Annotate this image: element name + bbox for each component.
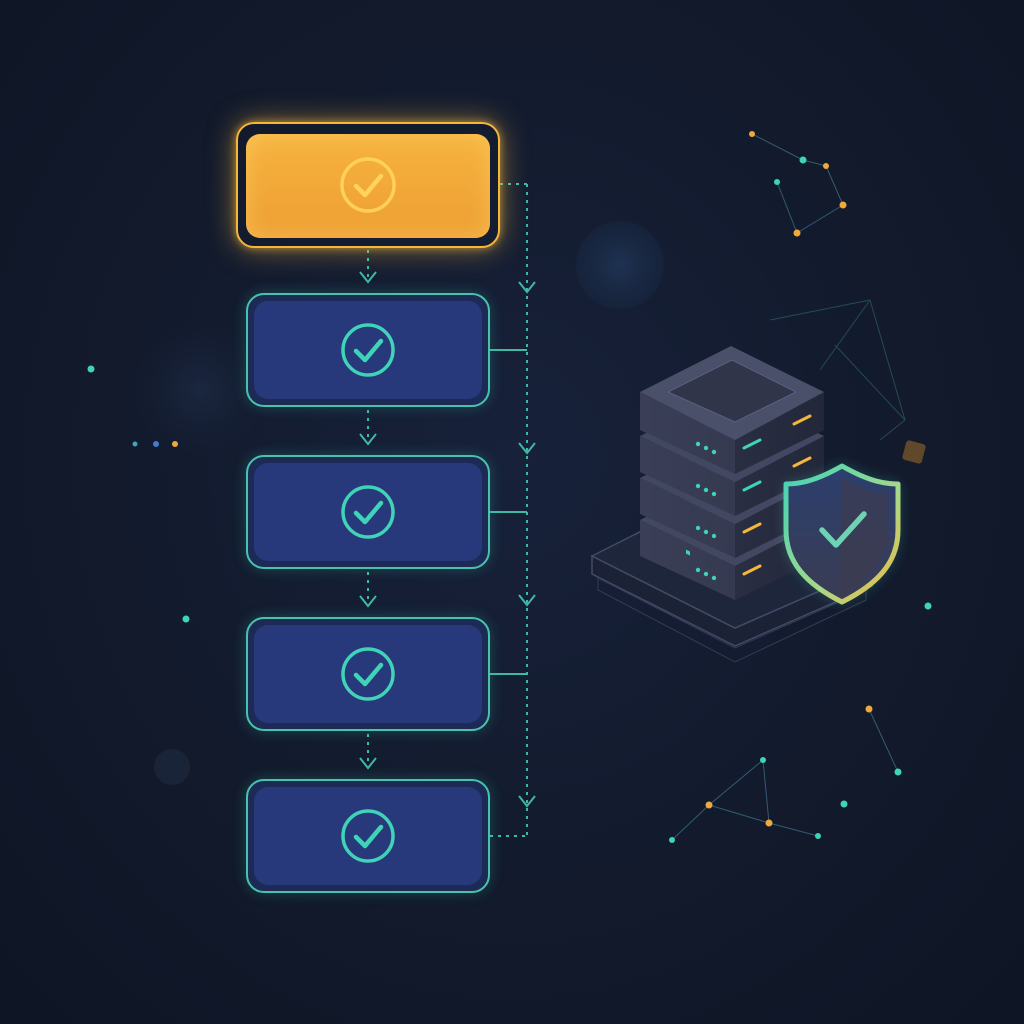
server-network-lines: [769, 299, 906, 441]
server-status-lights: [695, 414, 812, 581]
constellation-bottom-right: [671, 708, 899, 841]
workflow-step-5[interactable]: [246, 779, 490, 893]
decor-orb: [576, 221, 664, 309]
constellation-top-right-nodes: [749, 131, 847, 237]
workflow-step-4[interactable]: [246, 617, 490, 731]
check-circle-icon: [341, 809, 395, 863]
workflow-step-2[interactable]: [246, 293, 490, 407]
check-circle-icon: [341, 647, 395, 701]
constellation-bottom-right-nodes: [669, 705, 902, 843]
check-circle-icon: [341, 485, 395, 539]
workflow-step-1-active[interactable]: [236, 122, 500, 248]
side-bus-arrowheads: [518, 281, 536, 808]
decor-orb: [134, 324, 266, 456]
check-circle-icon: [341, 323, 395, 377]
server-stack-icon: [640, 346, 824, 600]
decor-orb: [154, 749, 190, 785]
side-bus-connector: [490, 183, 528, 837]
shield-check-icon: [783, 463, 901, 605]
decor-particles: [87, 365, 932, 623]
check-circle-icon: [340, 157, 396, 213]
constellation-top-right: [751, 133, 844, 234]
vertical-step-arrowheads: [359, 271, 377, 770]
workflow-step-3[interactable]: [246, 455, 490, 569]
